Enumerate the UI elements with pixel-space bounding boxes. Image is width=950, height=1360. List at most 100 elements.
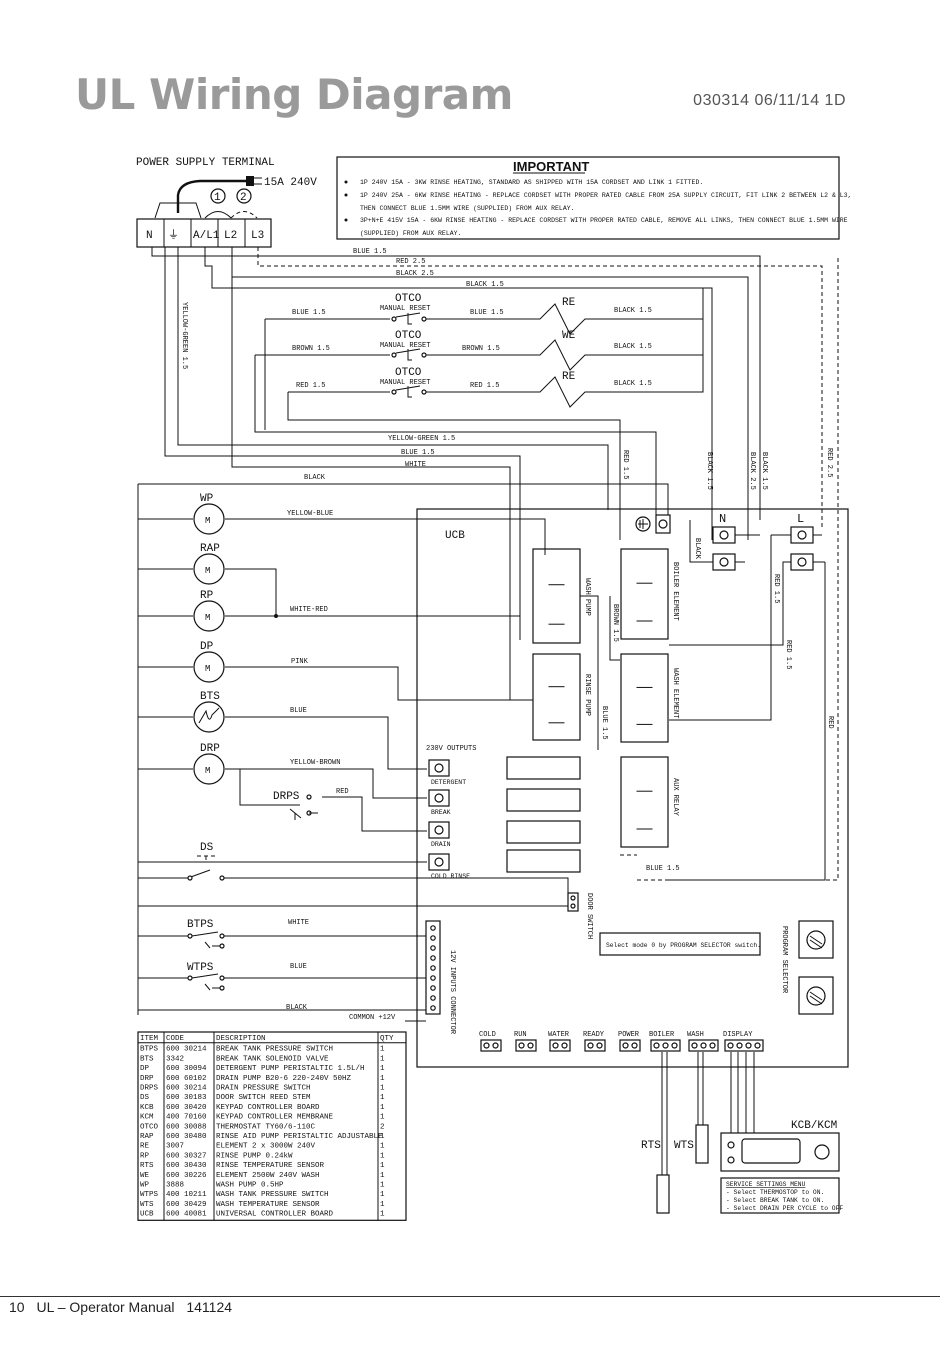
parts-table-cell: 1 [380,1152,385,1160]
parts-table-cell: BTS [140,1055,154,1063]
rp-m-symbol: M [205,613,210,623]
parts-table-cell: DRAIN PUMP B20-6 220-240V 50HZ [216,1075,352,1083]
connector-7-label: DISPLAY [723,1031,753,1039]
wire-label-red-1-5-board-a: RED 1.5 [772,574,780,603]
parts-table-cell: 600 30327 [166,1152,207,1160]
drp-label: DRP [200,743,220,755]
connector-2 [549,1039,571,1052]
parts-table-cell: 1 [380,1065,385,1073]
connector-2-label: WATER [548,1031,570,1039]
wire-label-black-1-5-vertical-a: BLACK 1.5 [705,452,713,490]
wire-label-red-2-5-vertical: RED 2.5 [825,448,833,477]
wire-label-brown-1-5-otco2: BROWN 1.5 [292,345,330,353]
drp-m-symbol: M [205,766,210,776]
dp-motor [193,651,225,683]
wire-label-white-mid: WHITE [405,461,426,469]
parts-table-cell: KEYPAD CONTROLLER BOARD [216,1104,320,1112]
door-switch-label: DOOR SWITCH [585,893,593,939]
connector-6-label: WASH [687,1031,704,1039]
parts-table-cell: UCB [140,1211,154,1219]
wire-label-yellow-blue: YELLOW-BLUE [287,510,333,518]
important-line-4: 3P+N+E 415V 15A - 6KW RINSE HEATING - RE… [360,217,848,224]
link-2-label: 2 [240,192,247,204]
ucb-n-terminal-label: N [719,512,726,526]
parts-table-cell: 600 40081 [166,1211,207,1219]
parts-table-cell: 400 10211 [166,1191,207,1199]
parts-table-cell: RINSE AID PUMP PERISTALTIC ADJUSTABLE [216,1133,383,1141]
parts-table-cell: DRPS [140,1085,159,1093]
wire-label-black-bottom: BLACK [286,1004,308,1012]
parts-table-cell: DRAIN PRESSURE SWITCH [216,1085,311,1093]
output-1-label: BREAK [431,809,451,816]
keypad-controller [720,1132,840,1172]
parts-table-cell: WASH TEMPERATURE SENSOR [216,1201,320,1209]
otco-2-reset-label: MANUAL RESET [380,342,430,350]
output-3-label: COLD RINSE [431,873,470,880]
document-reference: 030314 06/11/14 1D [693,92,846,109]
important-line-3: THEN CONNECT BLUE 1.5MM WIRE (SUPPLIED) … [360,205,575,212]
wire-label-blue-1-5-otco1: BLUE 1.5 [292,309,326,317]
service-menu-box [720,1177,840,1214]
parts-table-cell: 1 [380,1055,385,1063]
output-slot-3 [506,820,581,844]
wire-label-black-2-5-vertical: BLACK 2.5 [748,452,756,490]
page-title: UL Wiring Diagram [75,70,513,119]
parts-table-header-3: QTY [380,1035,394,1043]
parts-table-cell: 600 30088 [166,1123,207,1131]
parts-table-cell: 1 [380,1104,385,1112]
wire-label-blue-1-5-re1: BLUE 1.5 [470,309,504,317]
important-notice-box [336,156,840,240]
wire-label-brown-1-5-we: BROWN 1.5 [462,345,500,353]
parts-table-cell: 600 30183 [166,1094,207,1102]
otco-1-reset-label: MANUAL RESET [380,305,430,313]
wire-label-yellow-green-vertical: YELLOW-GREEN 1.5 [180,302,188,369]
parts-table-cell: RTS [140,1162,154,1170]
ucb-label: UCB [445,530,465,542]
ucb-l-terminal-label: L [797,512,804,526]
wire-label-blue-wtps: BLUE [290,963,307,971]
parts-table-cell: THERMOSTAT TY60/6-110C [216,1123,316,1131]
service-menu-line-1: - Select THERMOSTOP to ON. [726,1189,824,1196]
dp-label: DP [200,641,214,653]
output-0-label: DETERGENT [431,779,466,786]
parts-table-cell: 2 [380,1123,385,1131]
btps-label: BTPS [187,919,214,931]
important-line-5: (SUPPLIED) FROM AUX RELAY. [360,230,461,237]
parts-table-cell: 1 [380,1075,385,1083]
important-heading: IMPORTANT [513,159,589,174]
link-1-marker [210,188,226,204]
power-terminal-block [136,218,272,248]
wtps-label: WTPS [187,962,214,974]
parts-table-cell: RINSE TEMPERATURE SENSOR [216,1162,325,1170]
parts-table-cell: WASH TANK PRESSURE SWITCH [216,1191,329,1199]
service-menu-title: SERVICE SETTINGS MENU [726,1181,806,1188]
output-2-label: DRAIN [431,841,451,848]
wire-label-red-1-5-board-b: RED 1.5 [784,640,792,669]
wire-label-black-main: BLACK [304,474,326,482]
connector-0 [480,1039,502,1052]
parts-table-cell: 3007 [166,1143,184,1151]
connector-0-label: COLD [479,1031,496,1039]
wire-label-black-2-5-top: BLACK 2.5 [396,270,434,278]
connector-5-label: BOILER [649,1031,675,1039]
parts-table-cell: KEYPAD CONTROLLER MEMBRANE [216,1114,334,1122]
connector-3 [584,1039,606,1052]
bts-motor [193,701,225,733]
wire-label-black-1-5-re1: BLACK 1.5 [614,307,652,315]
parts-table-cell: 600 30226 [166,1172,207,1180]
wp-motor [193,503,225,535]
terminal-0-label: N [146,230,153,242]
relay-0-label: WASH PUMP [583,578,591,616]
important-line-1: 1P 240V 15A - 3KW RINSE HEATING, STANDAR… [360,179,703,186]
page-number: 10 [9,1299,25,1315]
parts-table-cell: BTPS [140,1046,159,1054]
parts-table-cell: 600 30214 [166,1046,207,1054]
relay-1 [620,548,669,640]
wire-label-common: COMMON +12V [349,1014,396,1022]
parts-table-cell: DOOR SWITCH REED STEM [216,1094,311,1102]
parts-table-cell: 1 [380,1162,385,1170]
program-selector-label: PROGRAM SELECTOR [780,926,788,994]
element-re-2-label: RE [562,371,576,383]
wire-label-white-red: WHITE-RED [290,606,328,614]
parts-table-cell: WTPS [140,1191,159,1199]
